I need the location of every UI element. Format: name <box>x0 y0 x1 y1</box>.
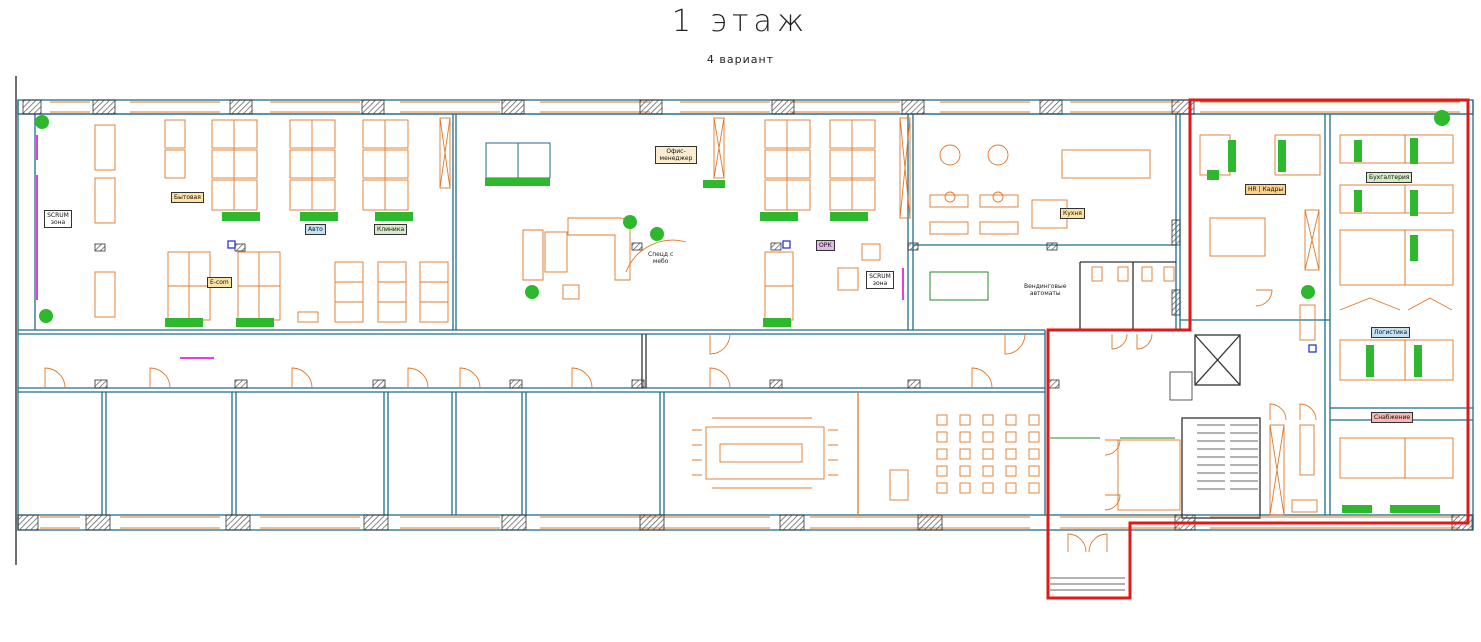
label-office-manager: Офис- менеджер <box>655 146 697 164</box>
label-klinika: Клиника <box>374 224 408 235</box>
label-kukhnya: Кухня <box>1060 208 1085 219</box>
label-logistika: Логистика <box>1371 327 1411 338</box>
label-opk: ОРК <box>816 240 835 251</box>
label-scrum-zone-left: SCRUM зона <box>44 210 72 228</box>
label-ecom: E-com <box>207 277 232 288</box>
highlighted-zone-outline <box>1046 98 1470 600</box>
windows <box>40 101 1460 529</box>
label-bytovaya: Бытовая <box>171 192 204 203</box>
label-scrum-zone-right: SCRUM зона <box>866 271 894 289</box>
plants <box>35 110 1450 513</box>
columns <box>17 99 1473 531</box>
label-spec-zone: Спецд с мебо <box>648 251 674 265</box>
accent-lines <box>36 135 904 359</box>
partitions <box>485 142 1175 439</box>
stairs <box>1050 371 1258 591</box>
label-bukhgalteriya: Бухгалтерия <box>1366 172 1413 183</box>
label-snabzhenie: Снабжение <box>1371 412 1414 423</box>
floor-variant: 4 вариант <box>706 53 775 66</box>
workstations <box>94 117 1454 516</box>
label-vending: Вендинговые автоматы <box>1024 283 1067 297</box>
doors <box>44 239 1317 553</box>
label-hr: HR | Кадры <box>1245 184 1287 195</box>
label-avto: Авто <box>305 224 326 235</box>
floor-title: 1 этаж <box>671 4 810 39</box>
sockets <box>227 240 1317 353</box>
building-walls <box>15 76 1474 565</box>
